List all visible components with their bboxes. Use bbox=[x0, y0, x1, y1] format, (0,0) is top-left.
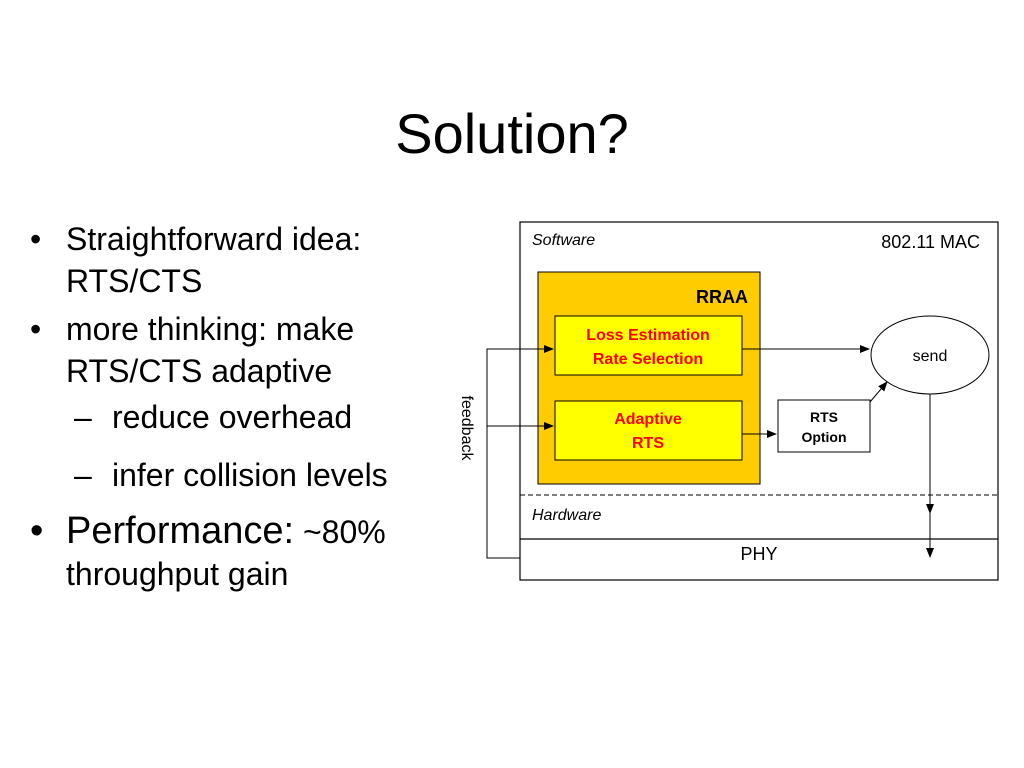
sub-bullet-text: infer collision levels bbox=[112, 457, 388, 493]
bullet-item-rts-cts: • Straightforward idea: RTS/CTS bbox=[30, 218, 470, 302]
loss-estimation-label: Loss Estimation bbox=[586, 327, 710, 344]
mac-label: 802.11 MAC bbox=[881, 232, 980, 252]
rraa-label: RRAA bbox=[696, 287, 748, 307]
feedback-label: feedback bbox=[458, 396, 475, 462]
performance-tail: throughput gain bbox=[66, 556, 289, 592]
sub-bullet-marker: – bbox=[74, 457, 92, 493]
sub-bullet-marker: – bbox=[74, 399, 92, 435]
rts-label: RTS bbox=[632, 435, 664, 452]
bullet-list: • Straightforward idea: RTS/CTS • more t… bbox=[30, 218, 470, 595]
loss-estimation-box bbox=[554, 315, 743, 376]
send-label: send bbox=[913, 348, 948, 365]
adaptive-rts-box bbox=[554, 400, 743, 461]
rate-selection-label: Rate Selection bbox=[593, 351, 703, 368]
feedback-path bbox=[486, 345, 554, 559]
adaptive-label: Adaptive bbox=[614, 411, 682, 428]
bullet-text: more thinking: make RTS/CTS adaptive bbox=[66, 311, 355, 389]
bullet-item-adaptive: • more thinking: make RTS/CTS adaptive bbox=[30, 308, 470, 392]
performance-value: ~80% bbox=[302, 514, 386, 550]
arrow-option-to-send bbox=[869, 381, 888, 403]
bullet-marker: • bbox=[30, 221, 42, 257]
bullet-marker: • bbox=[30, 311, 42, 347]
sub-bullet-reduce-overhead: – reduce overhead bbox=[66, 396, 470, 438]
bullet-item-performance: • Performance: ~80% throughput gain bbox=[30, 510, 470, 595]
sub-bullet-infer-collision: – infer collision levels bbox=[66, 454, 470, 496]
rts-option-box bbox=[777, 399, 871, 453]
rts-option-label-line2: Option bbox=[801, 429, 846, 445]
software-label: Software bbox=[532, 232, 595, 249]
hardware-label: Hardware bbox=[532, 507, 601, 524]
performance-label: Performance: bbox=[66, 510, 295, 552]
bullet-marker: • bbox=[30, 510, 44, 552]
rts-option-label-line1: RTS bbox=[810, 409, 838, 425]
slide-title: Solution? bbox=[395, 102, 629, 165]
bullet-text: Straightforward idea: RTS/CTS bbox=[66, 221, 362, 299]
sub-bullet-text: reduce overhead bbox=[112, 399, 353, 435]
phy-label: PHY bbox=[740, 544, 777, 564]
